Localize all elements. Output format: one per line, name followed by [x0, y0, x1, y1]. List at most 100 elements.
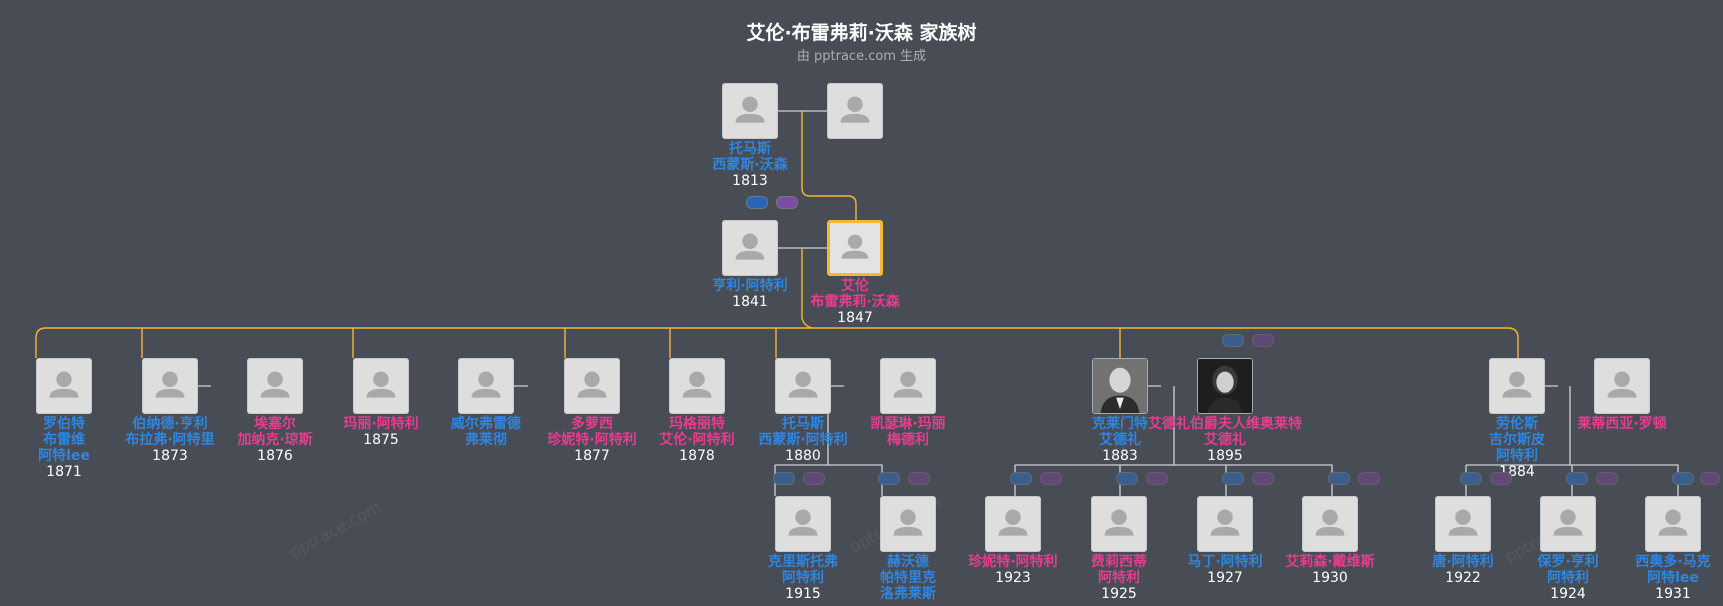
- avatar[interactable]: [564, 358, 620, 414]
- avatar[interactable]: [1645, 496, 1701, 552]
- person-silhouette-icon: [1658, 509, 1688, 536]
- avatar[interactable]: [827, 220, 883, 276]
- person-birth-year: 1883: [1102, 448, 1138, 464]
- expand-male-line-button[interactable]: [1672, 472, 1694, 485]
- expand-female-line-button[interactable]: [803, 472, 825, 485]
- expand-female-line-button[interactable]: [776, 196, 798, 209]
- avatar[interactable]: [775, 358, 831, 414]
- person-name: 克里斯托弗 阿特利: [768, 554, 838, 586]
- person-silhouette-icon: [841, 234, 869, 259]
- person-birth-year: 1880: [785, 448, 821, 464]
- person-name: 玛丽·阿特利: [343, 416, 419, 432]
- person-name: 劳伦斯 吉尔斯皮 阿特利: [1489, 416, 1545, 464]
- avatar[interactable]: [458, 358, 514, 414]
- avatar[interactable]: [1302, 496, 1358, 552]
- person-birth-year: 1876: [257, 448, 293, 464]
- avatar[interactable]: [775, 496, 831, 552]
- person-silhouette-icon: [1448, 509, 1478, 536]
- expand-female-line-button[interactable]: [1146, 472, 1168, 485]
- avatar[interactable]: [722, 83, 778, 139]
- person-silhouette-icon: [840, 96, 870, 123]
- avatar[interactable]: [1091, 496, 1147, 552]
- person-birth-year: 1871: [46, 464, 82, 480]
- expand-male-line-button[interactable]: [1222, 334, 1244, 347]
- expand-female-line-button[interactable]: [1596, 472, 1618, 485]
- person-silhouette-icon: [1210, 509, 1240, 536]
- expand-female-line-button[interactable]: [1700, 472, 1720, 485]
- person-name: 克莱门特 艾德礼: [1092, 416, 1148, 448]
- avatar[interactable]: [36, 358, 92, 414]
- expand-female-line-button[interactable]: [1490, 472, 1512, 485]
- avatar[interactable]: [669, 358, 725, 414]
- avatar[interactable]: [353, 358, 409, 414]
- person-name: 艾伦 布雷弗莉·沃森: [810, 278, 900, 310]
- person-silhouette-icon: [366, 371, 396, 398]
- person-name: 马丁·阿特利: [1187, 554, 1263, 570]
- person-silhouette-icon: [735, 233, 765, 260]
- person-name: 托马斯 西蒙斯·沃森: [712, 141, 788, 173]
- avatar[interactable]: [1197, 358, 1253, 414]
- connector-line: [801, 111, 857, 221]
- avatar[interactable]: [247, 358, 303, 414]
- expand-female-line-button[interactable]: [1252, 472, 1274, 485]
- expand-male-line-button[interactable]: [878, 472, 900, 485]
- person-name: 玛格丽特 艾伦·阿特利: [659, 416, 735, 448]
- person-birth-year: 1923: [995, 570, 1031, 586]
- avatar[interactable]: [880, 358, 936, 414]
- expand-male-line-button[interactable]: [773, 472, 795, 485]
- avatar[interactable]: [1435, 496, 1491, 552]
- person-silhouette-icon: [1502, 371, 1532, 398]
- expand-female-line-button[interactable]: [908, 472, 930, 485]
- avatar[interactable]: [880, 496, 936, 552]
- person-name: 凯瑟琳·玛丽 梅德利: [870, 416, 946, 448]
- expand-female-line-button[interactable]: [1040, 472, 1062, 485]
- expand-male-line-button[interactable]: [746, 196, 768, 209]
- person-name: 罗伯特 布雷维 阿特lee: [38, 416, 90, 464]
- person-label: 赫沃德 帕特里克 洛弗莱斯: [823, 554, 993, 602]
- person-name: 伯纳德·亨利 布拉弗·阿特里: [125, 416, 215, 448]
- person-birth-year: 1931: [1655, 586, 1691, 602]
- person-birth-year: 1924: [1550, 586, 1586, 602]
- avatar[interactable]: [1092, 358, 1148, 414]
- person-label: 莱蒂西亚·罗顿: [1537, 416, 1707, 432]
- person-birth-year: 1895: [1207, 448, 1243, 464]
- expand-male-line-button[interactable]: [1010, 472, 1032, 485]
- expand-female-line-button[interactable]: [1252, 334, 1274, 347]
- person-name: 威尔弗雷德 弗莱彻: [451, 416, 521, 448]
- avatar[interactable]: [722, 220, 778, 276]
- person-silhouette-icon: [471, 371, 501, 398]
- connector-line: [801, 317, 813, 329]
- person-birth-year: 1877: [574, 448, 610, 464]
- expand-male-line-button[interactable]: [1460, 472, 1482, 485]
- avatar[interactable]: [1540, 496, 1596, 552]
- avatar[interactable]: [1594, 358, 1650, 414]
- avatar[interactable]: [827, 83, 883, 139]
- person-birth-year: 1878: [679, 448, 715, 464]
- avatar[interactable]: [1197, 496, 1253, 552]
- expand-male-line-button[interactable]: [1328, 472, 1350, 485]
- expand-male-line-button[interactable]: [1566, 472, 1588, 485]
- person-name: 亨利·阿特利: [712, 278, 788, 294]
- person-silhouette-icon: [577, 371, 607, 398]
- avatar[interactable]: [142, 358, 198, 414]
- person-birth-year: 1847: [837, 310, 873, 326]
- expand-male-line-button[interactable]: [1116, 472, 1138, 485]
- person-birth-year: 1873: [152, 448, 188, 464]
- person-silhouette-icon: [735, 96, 765, 123]
- avatar[interactable]: [985, 496, 1041, 552]
- avatar[interactable]: [1489, 358, 1545, 414]
- person-name: 多萝西 珍妮特·阿特利: [547, 416, 637, 448]
- expand-female-line-button[interactable]: [1358, 472, 1380, 485]
- person-birth-year: 1813: [732, 173, 768, 189]
- expand-male-line-button[interactable]: [1222, 472, 1244, 485]
